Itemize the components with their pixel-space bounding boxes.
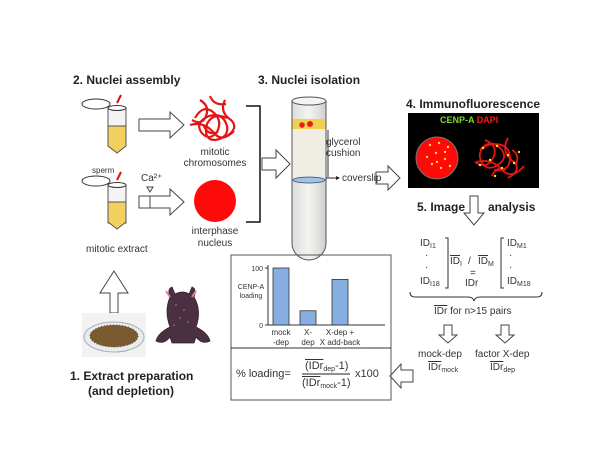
- stain-legend: CENP-A DAPI: [440, 115, 498, 125]
- stain-dapi: DAPI: [476, 115, 499, 125]
- pairs-line: IDr for n>15 pairs: [434, 306, 512, 317]
- ca-triangle-icon: [146, 186, 154, 193]
- x-tick-label: X-: [304, 328, 312, 337]
- tube-bottom-icon: [81, 171, 127, 230]
- formula-numerator: (IDrdep-1): [305, 360, 349, 373]
- interphase-label-2: nucleus: [197, 238, 233, 249]
- x-tick-label: X-dep +: [326, 328, 355, 337]
- step1-subtitle: (and depletion): [88, 384, 174, 398]
- stain-cenpa: CENP-A: [440, 115, 475, 125]
- ratio-idr: IDr: [465, 278, 479, 289]
- equals: =: [470, 268, 476, 279]
- id-i18: IDI18: [420, 276, 440, 288]
- mitotic-extract-label: mitotic extract: [86, 244, 148, 255]
- bracket-icon: [246, 105, 261, 223]
- isolation-tube-icon: [291, 96, 327, 261]
- arrow-right-ca-icon: [138, 187, 185, 217]
- mock-dep-label: mock-dep: [418, 349, 462, 360]
- factor-x-dep-label: factor X-dep: [475, 349, 530, 360]
- x-tick-label: -dep: [273, 338, 290, 347]
- mitotic-chromosomes-icon: [189, 95, 236, 142]
- immunofluorescence-image: [408, 113, 539, 188]
- calcium-label: Ca²⁺: [141, 173, 163, 184]
- dep-ratio: IDrdep: [490, 362, 516, 374]
- results-frame: [230, 254, 392, 401]
- dots: ··: [509, 250, 513, 273]
- arrow-down-mock-icon: [437, 324, 459, 344]
- mock-ratio: IDrmock: [428, 362, 459, 374]
- bar: [299, 310, 317, 326]
- y-axis-label: loading: [240, 293, 263, 300]
- glycerol-label: glycerol: [326, 137, 361, 148]
- extract-dish-image: [82, 313, 146, 357]
- arrow-right-icon: [138, 110, 185, 140]
- slash: /: [468, 256, 471, 267]
- tube-top-icon: [81, 94, 127, 154]
- step4-title: 4. Immunofluorescence: [406, 97, 541, 111]
- formula-prefix: % loading=: [236, 368, 291, 380]
- step5-title-right: analysis: [488, 200, 536, 214]
- dots: ··: [425, 250, 429, 273]
- arrow-left-icon: [389, 362, 414, 390]
- interphase-label-1: interphase: [191, 226, 239, 237]
- arrow-down-icon: [462, 195, 486, 226]
- x-tick-label: mock: [271, 328, 291, 337]
- formula-suffix: x100: [355, 368, 379, 380]
- mitotic-label-2: chromosomes: [183, 158, 247, 169]
- arrow-to-isolation-icon: [261, 148, 291, 180]
- y-tick-label: 100: [251, 266, 263, 273]
- mean-i: IDI: [450, 256, 462, 268]
- step2-title: 2. Nuclei assembly: [73, 73, 181, 87]
- bar: [272, 267, 290, 326]
- interphase-nucleus-icon: [194, 180, 236, 222]
- x-tick-label: X add-back: [320, 338, 361, 347]
- arrow-down-dep-icon: [494, 324, 516, 344]
- id-m18: IDM18: [507, 276, 531, 288]
- arrow-to-immuno-icon: [375, 164, 401, 192]
- arrow-up-icon: [99, 270, 129, 314]
- bar: [331, 278, 349, 326]
- id-i1: IDI1: [420, 238, 436, 250]
- cushion-label: cushion: [326, 148, 361, 159]
- y-axis-label: CENP-A: [238, 284, 265, 291]
- step5-title-left: 5. Image: [417, 200, 466, 214]
- mitotic-label-1: mitotic: [200, 147, 230, 158]
- formula-denominator: (IDrmock-1): [302, 377, 351, 390]
- x-tick-label: dep: [301, 338, 315, 347]
- coverslip-label: coverslip: [342, 173, 382, 184]
- id-m1: IDM1: [507, 238, 527, 250]
- xenopus-frog-image: [155, 286, 211, 344]
- sperm-label: sperm: [92, 166, 115, 175]
- step3-title: 3. Nuclei isolation: [258, 73, 361, 87]
- underbrace: [409, 291, 543, 302]
- step1-title: 1. Extract preparation: [70, 369, 194, 383]
- mean-m: IDM: [478, 256, 494, 268]
- y-tick-label: 0: [259, 323, 263, 330]
